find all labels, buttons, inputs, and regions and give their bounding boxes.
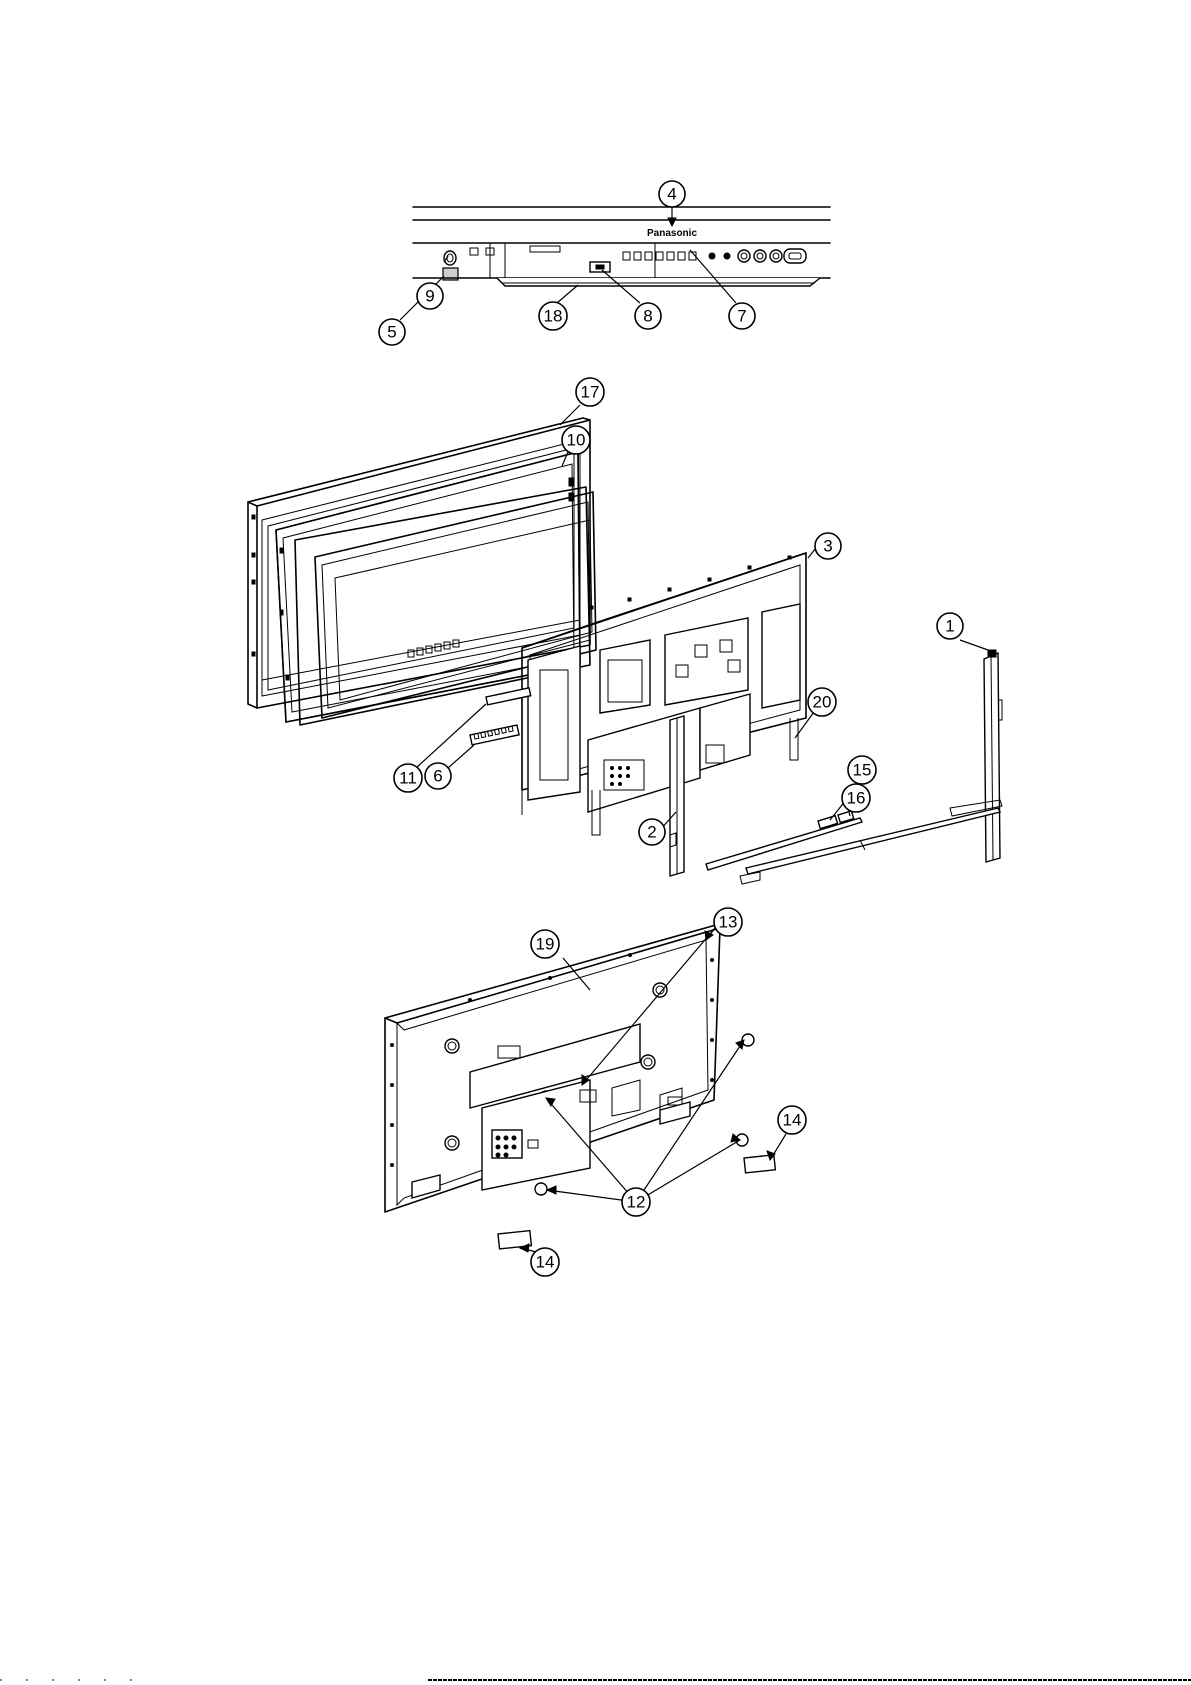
svg-text:8: 8 (643, 307, 652, 326)
svg-text:15: 15 (853, 761, 872, 780)
brand-logo-text: Panasonic (647, 228, 697, 239)
svg-text:10: 10 (567, 431, 586, 450)
svg-text:1: 1 (945, 617, 954, 636)
bottom-trim-strip (497, 278, 820, 286)
callout-20: 20 (808, 688, 836, 716)
callout-15: 15 (848, 756, 876, 784)
svg-text:4: 4 (667, 185, 676, 204)
svg-text:17: 17 (581, 383, 600, 402)
callout-11: 11 (394, 764, 422, 792)
svg-text:6: 6 (433, 767, 442, 786)
svg-text:19: 19 (536, 935, 555, 954)
rear-cover (385, 925, 754, 1212)
callout-12: 12 (622, 1188, 650, 1216)
callout-13: 13 (714, 908, 742, 936)
callout-8: 8 (635, 303, 661, 329)
svg-text:14: 14 (536, 1253, 555, 1272)
svg-text:12: 12 (627, 1193, 646, 1212)
svg-text:9: 9 (425, 287, 434, 306)
svg-text:11: 11 (399, 769, 417, 788)
front-bezel-detail: Panasonic (413, 207, 830, 286)
part-11-strip (486, 688, 531, 705)
svg-text:13: 13 (719, 913, 738, 932)
svg-text:20: 20 (813, 693, 832, 712)
front-av-jacks (709, 249, 806, 263)
svg-text:2: 2 (647, 823, 656, 842)
callout-3: 3 (815, 533, 841, 559)
callout-2: 2 (639, 819, 665, 845)
svg-text:16: 16 (847, 789, 866, 808)
part-2-bracket (670, 716, 684, 876)
svg-text:14: 14 (783, 1111, 802, 1130)
callout-17: 17 (576, 378, 604, 406)
power-button (444, 251, 456, 265)
callout-10: 10 (562, 426, 590, 454)
svg-text:5: 5 (387, 323, 396, 342)
svg-text:3: 3 (823, 537, 832, 556)
part-1-side-bracket (984, 650, 1002, 862)
part-6-button-board (470, 725, 519, 745)
right-sub-board (762, 604, 800, 708)
callout-16: 16 (842, 784, 870, 812)
callout-1: 1 (937, 613, 963, 639)
callout-9: 9 (417, 283, 443, 309)
callout-14-right: 14 (778, 1106, 806, 1134)
callout-5: 5 (379, 319, 405, 345)
tuner-board (700, 694, 750, 770)
callout-6: 6 (425, 763, 451, 789)
front-control-buttons (623, 252, 696, 260)
callout-4: 4 (659, 181, 685, 207)
svg-text:18: 18 (544, 307, 563, 326)
callout-7: 7 (729, 303, 755, 329)
callout-18: 18 (539, 302, 567, 330)
power-board (665, 618, 748, 705)
callout-19: 19 (531, 930, 559, 958)
svg-text:7: 7 (737, 307, 746, 326)
callout-14-left: 14 (531, 1248, 559, 1276)
